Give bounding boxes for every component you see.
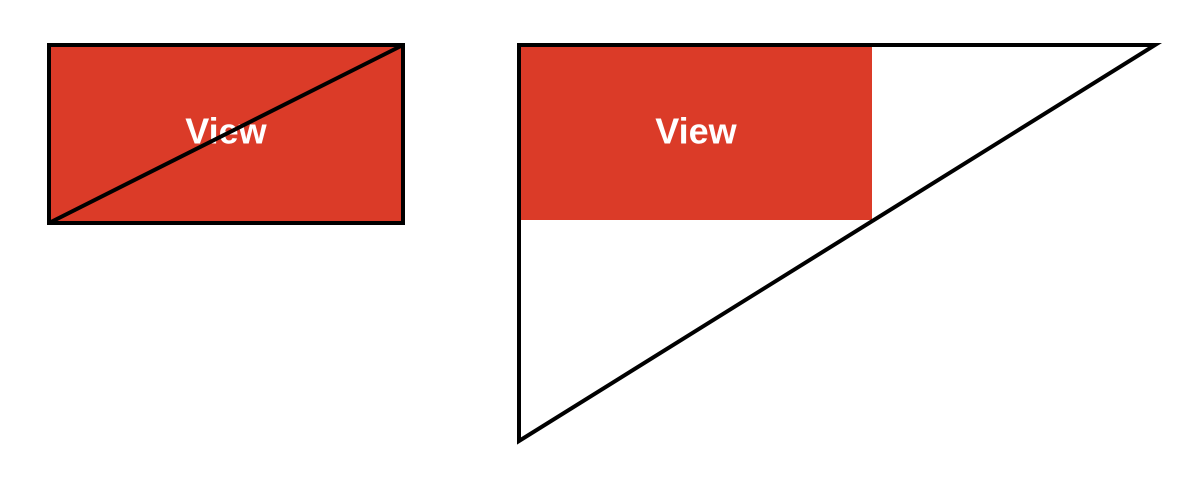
right-diagram: View [517, 43, 1162, 445]
right-triangle-outline [517, 43, 1162, 445]
right-view-label: View [655, 111, 737, 152]
left-diagram: View [47, 43, 405, 225]
left-view-border [47, 43, 405, 225]
left-diagonal-line [48, 43, 404, 225]
right-view-box [519, 45, 872, 220]
left-view-label: View [185, 111, 267, 152]
